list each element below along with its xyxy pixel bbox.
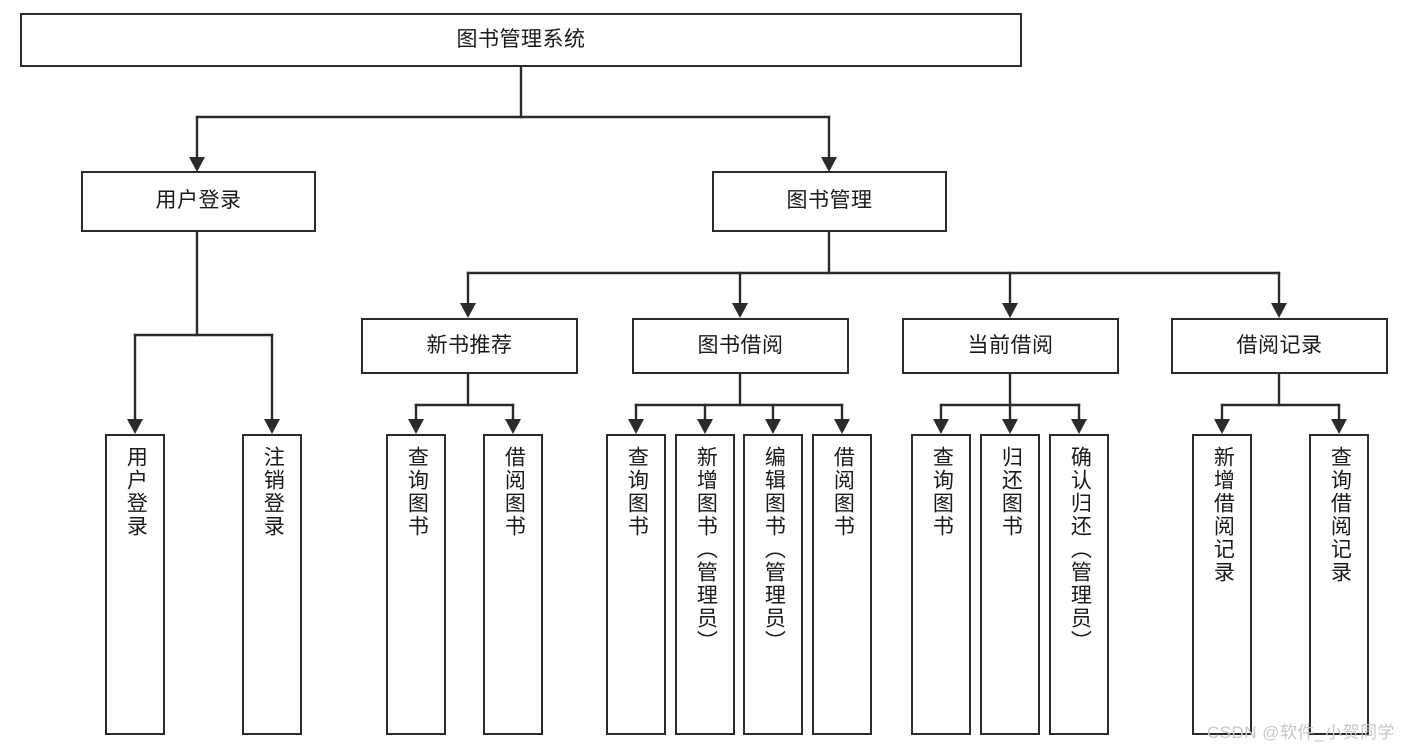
- arrow-head-borrow-record: [1271, 303, 1287, 318]
- node-label: 当前借阅: [967, 333, 1054, 357]
- node-label: 编辑图书（管理员）: [762, 446, 786, 653]
- node-label: 借阅图书: [831, 446, 855, 538]
- node-label: 查询图书: [405, 446, 429, 538]
- node-leaf-current-return-book[interactable]: 归还图书: [980, 434, 1040, 735]
- node-leaf-recommend-borrow-book[interactable]: 借阅图书: [483, 434, 543, 735]
- node-leaf-user-login[interactable]: 用户登录: [105, 434, 165, 735]
- csdn-watermark: CSDN @软件_小贺同学: [1206, 723, 1395, 742]
- arrow-head-borrow-leaf-3: [765, 419, 781, 434]
- arrow-head-borrow-leaf-1: [628, 419, 644, 434]
- arrow-head-borrow-leaf-2: [697, 419, 713, 434]
- node-label: 图书管理系统: [456, 27, 586, 51]
- arrow-head-current-leaf-3: [1071, 419, 1087, 434]
- node-current-borrow[interactable]: 当前借阅: [902, 318, 1119, 374]
- node-label: 图书借阅: [697, 333, 784, 357]
- arrow-head-leaf-logout: [264, 419, 280, 434]
- node-leaf-current-query-book[interactable]: 查询图书: [911, 434, 971, 735]
- node-leaf-borrow-query-book[interactable]: 查询图书: [606, 434, 666, 735]
- arrow-head-user-login: [189, 157, 205, 172]
- node-label: 新书推荐: [426, 333, 513, 357]
- arrow-head-borrow-leaf-4: [834, 419, 850, 434]
- node-label: 新增借阅记录: [1211, 446, 1235, 584]
- arrow-head-current-leaf-1: [933, 419, 949, 434]
- arrow-head-leaf-user-login: [127, 419, 143, 434]
- arrow-head-recommend-leaf-2: [505, 419, 521, 434]
- node-label: 借阅图书: [502, 446, 526, 538]
- node-label: 确认归还（管理员）: [1068, 446, 1092, 653]
- node-new-book-recommend[interactable]: 新书推荐: [361, 318, 578, 374]
- node-leaf-current-confirm-return-admin[interactable]: 确认归还（管理员）: [1049, 434, 1109, 735]
- arrow-head-current-borrow: [1002, 303, 1018, 318]
- node-label: 查询借阅记录: [1328, 446, 1352, 584]
- node-leaf-record-query-record[interactable]: 查询借阅记录: [1309, 434, 1369, 735]
- node-label: 用户登录: [155, 189, 242, 213]
- node-label: 查询图书: [930, 446, 954, 538]
- node-book-borrow[interactable]: 图书借阅: [632, 318, 849, 374]
- node-label: 用户登录: [124, 446, 148, 538]
- arrow-head-recommend-leaf-1: [408, 419, 424, 434]
- node-leaf-recommend-query-book[interactable]: 查询图书: [386, 434, 446, 735]
- node-leaf-borrow-add-book-admin[interactable]: 新增图书（管理员）: [675, 434, 735, 735]
- node-root-book-management-system[interactable]: 图书管理系统: [20, 13, 1022, 67]
- node-leaf-borrow-borrow-book[interactable]: 借阅图书: [812, 434, 872, 735]
- arrow-head-new-book-recommend: [460, 303, 476, 318]
- node-leaf-logout[interactable]: 注销登录: [242, 434, 302, 735]
- node-label: 注销登录: [261, 446, 285, 538]
- arrow-head-book-manage: [821, 157, 837, 172]
- arrow-head-current-leaf-2: [1002, 419, 1018, 434]
- arrow-head-book-borrow: [732, 303, 748, 318]
- node-label: 新增图书（管理员）: [694, 446, 718, 653]
- node-leaf-borrow-edit-book-admin[interactable]: 编辑图书（管理员）: [743, 434, 803, 735]
- node-book-management[interactable]: 图书管理: [712, 171, 947, 232]
- node-leaf-record-add-record[interactable]: 新增借阅记录: [1192, 434, 1252, 735]
- node-label: 查询图书: [625, 446, 649, 538]
- arrow-head-record-leaf-2: [1331, 419, 1347, 434]
- arrow-head-record-leaf-1: [1214, 419, 1230, 434]
- node-label: 借阅记录: [1236, 333, 1323, 357]
- node-borrow-record[interactable]: 借阅记录: [1171, 318, 1388, 374]
- node-label: 归还图书: [999, 446, 1023, 538]
- node-label: 图书管理: [786, 189, 873, 213]
- node-user-login[interactable]: 用户登录: [81, 171, 316, 232]
